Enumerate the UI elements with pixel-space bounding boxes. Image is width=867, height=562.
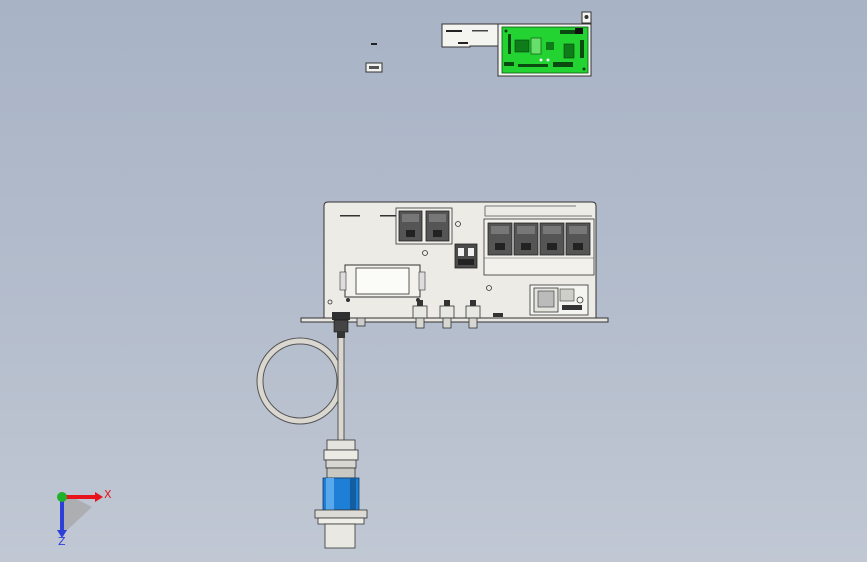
orientation-triad[interactable]: X Z bbox=[57, 488, 112, 548]
small-fastener-part[interactable] bbox=[371, 43, 377, 45]
terminal-block[interactable] bbox=[454, 243, 478, 269]
x-axis-label: X bbox=[104, 488, 112, 501]
bottom-connectors[interactable] bbox=[356, 300, 503, 329]
relay-group-right[interactable] bbox=[483, 218, 595, 276]
ultrasonic-transducer[interactable] bbox=[314, 439, 368, 549]
control-board[interactable] bbox=[529, 284, 589, 316]
cable-loop[interactable] bbox=[256, 337, 345, 440]
cable-gland[interactable] bbox=[332, 312, 350, 338]
main-enclosure[interactable] bbox=[300, 201, 609, 338]
pcb-assembly-top[interactable] bbox=[441, 11, 592, 77]
emi-filter[interactable] bbox=[339, 264, 426, 302]
z-axis-label: Z bbox=[58, 535, 66, 548]
small-bracket-part[interactable] bbox=[365, 62, 383, 73]
relay-group-left[interactable] bbox=[395, 207, 453, 245]
